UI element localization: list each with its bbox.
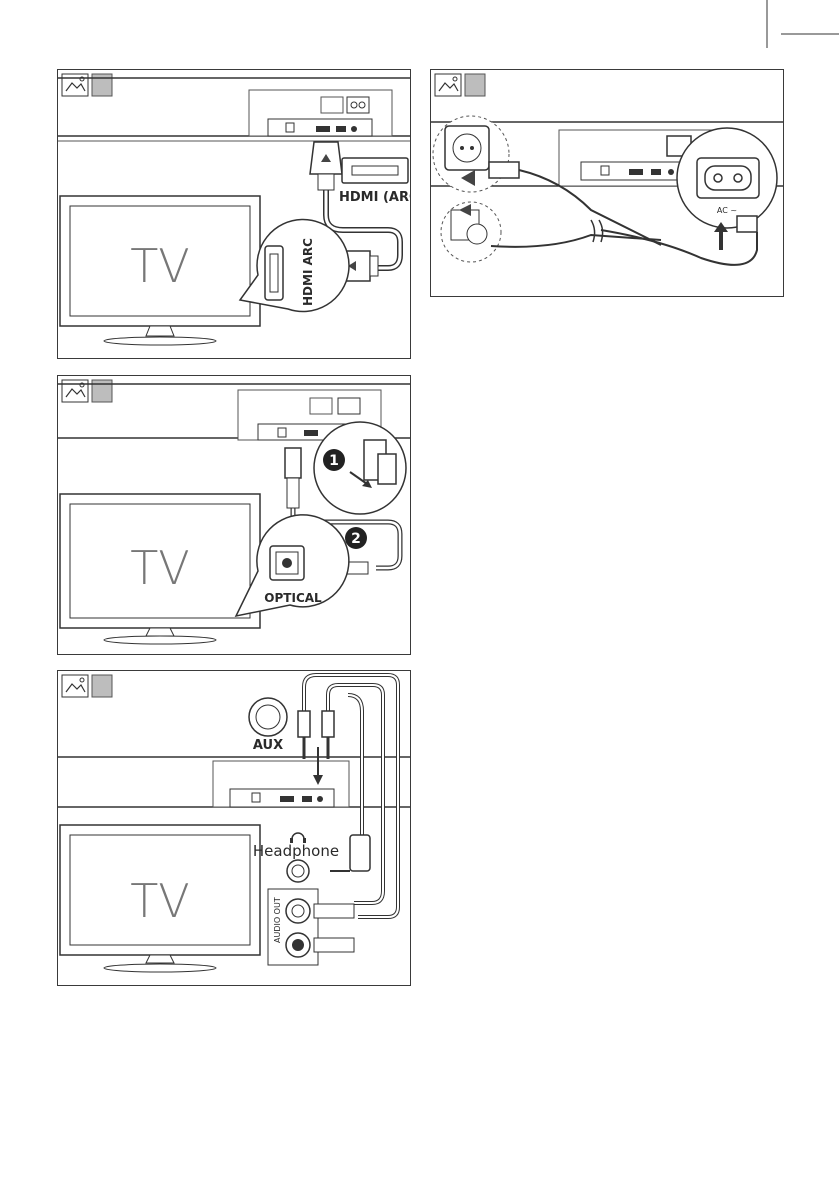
audio-out-label: AUDIO OUT — [273, 897, 282, 943]
tv: TV — [60, 494, 260, 644]
soundbar — [58, 757, 410, 807]
headphone-label: Headphone — [253, 842, 339, 860]
crop-marks — [0, 0, 839, 60]
aux-label: AUX — [253, 738, 283, 753]
step1-number: 1 — [329, 453, 339, 469]
step2-number: 2 — [351, 531, 361, 547]
tv-label: TV — [130, 541, 190, 595]
step-badge — [465, 74, 485, 96]
image-icon — [62, 675, 88, 697]
power-panel: AC ~ — [430, 69, 784, 297]
tv: TV — [60, 196, 260, 345]
hdmi-arc-panel: TV HDMI (ARC HDMI ARC — [57, 69, 411, 359]
tv-label: TV — [130, 239, 190, 293]
optical-panel: TV 1 2 OPTICAL — [57, 375, 411, 655]
ac-label: AC ~ — [717, 206, 737, 215]
hdmi-arc-port-label: HDMI ARC — [301, 238, 315, 306]
optical-port-label: OPTICAL — [264, 591, 322, 605]
dust-cap-callout: 1 — [314, 422, 406, 514]
hdmi-cable-label: HDMI (ARC — [339, 190, 410, 205]
audio-out-ports: AUDIO OUT — [268, 889, 354, 965]
ac-inlet-callout: AC ~ — [677, 128, 777, 250]
headphone-port: Headphone — [253, 833, 370, 882]
wall-outlet — [433, 116, 519, 192]
wall-outlet-uk — [441, 202, 501, 262]
aux-port: AUX — [249, 698, 287, 753]
tv: TV — [60, 825, 260, 972]
image-icon — [435, 74, 461, 96]
step-badge — [92, 675, 112, 697]
aux-panel: AUX — [57, 670, 411, 986]
tv-label: TV — [130, 874, 190, 928]
